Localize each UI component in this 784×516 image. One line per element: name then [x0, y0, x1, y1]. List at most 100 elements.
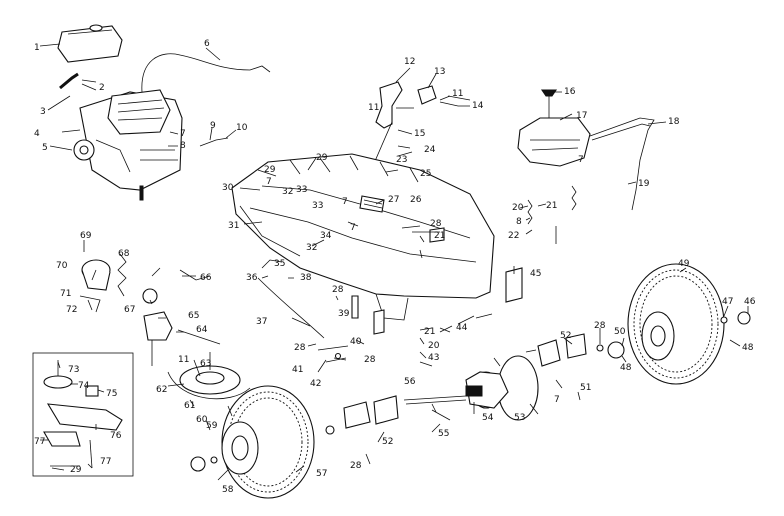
callout-21c: 21	[424, 327, 435, 337]
idler-assembly	[79, 240, 111, 313]
chassis-frame	[231, 153, 495, 321]
callout-75: 75	[106, 389, 117, 399]
callout-70: 70	[56, 261, 68, 271]
callout-30: 30	[222, 183, 234, 193]
callout-52a: 52	[382, 437, 393, 447]
callout-54: 54	[482, 413, 494, 423]
callout-17: 17	[576, 111, 587, 121]
callout-22: 22	[508, 231, 519, 241]
callout-53: 53	[514, 413, 525, 423]
callout-4: 4	[34, 129, 40, 139]
callout-61: 61	[184, 401, 195, 411]
callout-8b: 8	[516, 217, 522, 227]
callout-20: 20	[512, 203, 524, 213]
callout-35: 35	[274, 259, 285, 269]
callout-45: 45	[530, 269, 541, 279]
callout-28c: 28	[294, 343, 306, 353]
callout-23: 23	[396, 155, 407, 165]
callout-66: 66	[200, 273, 212, 283]
callout-9: 9	[210, 121, 216, 131]
callout-2: 2	[99, 83, 105, 93]
callout-57: 57	[316, 469, 327, 479]
engine	[59, 72, 183, 201]
callout-72: 72	[66, 305, 77, 315]
callout-39: 39	[338, 309, 350, 319]
throttle-link	[199, 137, 229, 147]
callout-58: 58	[222, 485, 234, 495]
callout-76: 76	[110, 431, 122, 441]
transmission	[517, 89, 591, 167]
callout-29c: 29	[70, 465, 82, 475]
callout-28e: 28	[350, 461, 362, 471]
callout-59: 59	[206, 421, 218, 431]
callout-27: 27	[388, 195, 399, 205]
callout-28a: 28	[430, 219, 442, 229]
callout-6: 6	[204, 39, 210, 49]
callout-21b: 21	[434, 231, 445, 241]
callout-28b: 28	[332, 285, 344, 295]
callout-63: 63	[200, 359, 211, 369]
callout-32b: 32	[306, 243, 317, 253]
callout-73: 73	[68, 365, 79, 375]
callout-74: 74	[78, 381, 90, 391]
callout-48b: 48	[742, 343, 754, 353]
axle-assembly	[403, 355, 539, 421]
callout-62: 62	[156, 385, 167, 395]
callout-19: 19	[638, 179, 650, 189]
callout-24: 24	[424, 145, 436, 155]
brake-pedal	[371, 81, 471, 169]
callout-1: 1	[34, 43, 40, 53]
callout-56: 56	[404, 377, 416, 387]
callout-16: 16	[564, 87, 576, 97]
fuel-tank	[57, 24, 123, 63]
callout-29b: 29	[316, 153, 328, 163]
callout-33: 33	[296, 185, 307, 195]
callout-52b: 52	[560, 331, 571, 341]
callout-40: 40	[350, 337, 362, 347]
callout-28d: 28	[364, 355, 376, 365]
callout-7e: 7	[350, 223, 356, 233]
callout-55: 55	[438, 429, 449, 439]
callout-69: 69	[80, 231, 92, 241]
callout-14: 14	[472, 101, 484, 111]
callout-18: 18	[668, 117, 680, 127]
callout-49: 49	[678, 259, 690, 269]
callout-10: 10	[236, 123, 248, 133]
callout-36: 36	[246, 273, 258, 283]
callout-50: 50	[614, 327, 626, 337]
inset-parts	[43, 360, 123, 469]
callout-7: 7	[180, 129, 186, 139]
callout-12: 12	[404, 57, 415, 67]
callout-25: 25	[420, 169, 431, 179]
callout-42: 42	[310, 379, 321, 389]
callout-68: 68	[118, 249, 130, 259]
axle-bracket	[505, 267, 523, 303]
callout-51: 51	[580, 383, 591, 393]
callout-5: 5	[42, 143, 48, 153]
rear-wheel-left	[221, 385, 315, 499]
callout-15: 15	[414, 129, 425, 139]
callout-7f: 7	[554, 395, 560, 405]
callout-11a: 11	[368, 103, 379, 113]
callout-3: 3	[40, 107, 46, 117]
callout-29a: 29	[264, 165, 276, 175]
callout-31: 31	[228, 221, 239, 231]
callout-8: 8	[180, 141, 186, 151]
callout-33b: 33	[312, 201, 323, 211]
callout-7b: 7	[578, 155, 584, 165]
inset-frame	[32, 352, 134, 477]
callout-67: 67	[124, 305, 135, 315]
throttle-cable	[141, 53, 271, 93]
rear-wheel-right	[627, 263, 725, 385]
callout-60: 60	[196, 415, 208, 425]
drive-belt	[589, 117, 655, 211]
callout-13: 13	[434, 67, 445, 77]
callout-11b: 11	[452, 89, 463, 99]
callout-71: 71	[60, 289, 71, 299]
callout-11c: 11	[178, 355, 189, 365]
control-rod	[257, 277, 325, 339]
callout-37: 37	[256, 317, 267, 327]
callout-46: 46	[744, 297, 756, 307]
